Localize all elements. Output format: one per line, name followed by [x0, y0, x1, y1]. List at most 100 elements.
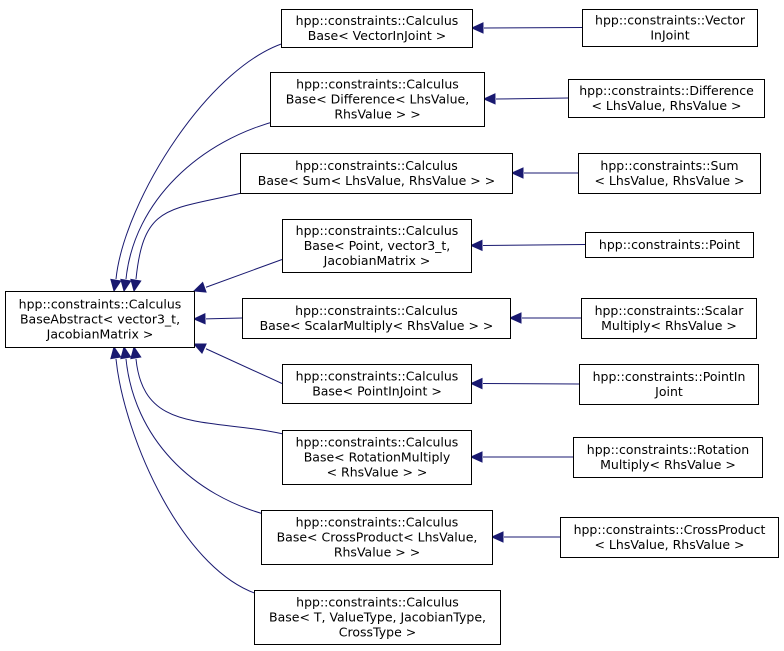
arrowhead-cb-sum-to-root: [130, 278, 142, 293]
node-cb-crossproduct-label-line: RhsValue > >: [334, 545, 420, 560]
node-cb-pointinjoint-label-line: hpp::constraints::Calculus: [296, 369, 459, 384]
node-crossproduct-label-line: < LhsValue, RhsValue >: [594, 537, 744, 552]
node-scalarmultiply-label-line: Multiply< RhsValue >: [601, 318, 737, 333]
edge-cb-scalarmultiply-to-root: [205, 317, 243, 320]
arrowhead-scalarmultiply-to-cb-scalarmultiply: [508, 312, 522, 324]
node-rotationmultiply-box: [573, 437, 763, 478]
node-cb-point-label-line: JacobianMatrix >: [323, 253, 431, 268]
node-vectorinjoint-label-line: hpp::constraints::Vector: [595, 13, 746, 28]
edge-difference-to-cb-difference: [495, 97, 569, 100]
node-sum-label-line: < LhsValue, RhsValue >: [594, 173, 744, 188]
node-crossproduct[interactable]: hpp::constraints::CrossProduct< LhsValue…: [560, 517, 779, 558]
node-difference-box: [568, 79, 765, 118]
node-vectorinjoint-box: [582, 9, 758, 47]
node-root-label-line: BaseAbstract< vector3_t,: [20, 312, 180, 327]
node-cb-difference-label-line: Base< Difference< LhsValue,: [286, 92, 469, 107]
node-cb-vectorinjoint-label-line: hpp::constraints::Calculus: [296, 13, 459, 28]
node-pointinjoint-box: [579, 364, 759, 405]
node-root-label-line: hpp::constraints::Calculus: [19, 297, 182, 312]
node-root[interactable]: hpp::constraints::CalculusBaseAbstract< …: [5, 291, 195, 348]
arrowhead-cb-rotationmultiply-to-root: [130, 345, 142, 360]
node-crossproduct-box: [560, 517, 779, 558]
edge-cb-difference-to-root: [125, 119, 281, 280]
node-cb-vectorinjoint-box: [281, 9, 473, 48]
node-scalarmultiply-box: [581, 298, 757, 339]
arrowhead-rotationmultiply-to-cb-rotationmultiply: [469, 451, 483, 463]
arrowhead-pointinjoint-to-cb-pointinjoint: [469, 377, 483, 390]
node-cb-rotationmultiply-box: [282, 430, 472, 485]
node-point-label-line: hpp::constraints::Point: [599, 237, 740, 252]
node-cb-pointinjoint-box: [282, 364, 472, 404]
node-cb-vectorinjoint-label-line: Base< VectorInJoint >: [308, 28, 446, 43]
node-cb-difference-label-line: RhsValue > >: [334, 107, 420, 122]
arrowhead-difference-to-cb-difference: [482, 93, 496, 105]
arrowhead-point-to-cb-point: [469, 239, 483, 252]
arrowhead-vectorinjoint-to-cb-vectorinjoint: [470, 22, 484, 34]
node-pointinjoint[interactable]: hpp::constraints::PointInJoint: [579, 364, 759, 405]
node-cb-scalarmultiply-label-line: hpp::constraints::Calculus: [295, 303, 458, 318]
node-sum-box: [578, 153, 761, 194]
node-cb-sum-box: [240, 153, 513, 194]
edge-cb-vectorinjoint-to-root: [115, 40, 292, 280]
node-cb-crossproduct-label-line: hpp::constraints::Calculus: [296, 515, 459, 530]
edge-pointinjoint-to-cb-pointinjoint: [482, 383, 580, 385]
node-difference-label-line: hpp::constraints::Difference: [579, 83, 754, 98]
node-cb-difference-label-line: hpp::constraints::Calculus: [296, 77, 459, 92]
node-root-box: [5, 291, 195, 348]
edge-cb-crossproduct-to-root: [125, 358, 272, 517]
node-cb-pointinjoint-label-line: Base< PointInJoint >: [312, 384, 442, 399]
arrowhead-cb-generic-to-root: [110, 345, 122, 360]
node-cb-sum-label-line: Base< Sum< LhsValue, RhsValue > >: [258, 173, 495, 188]
node-cb-scalarmultiply-box: [242, 298, 511, 339]
node-vectorinjoint-label-line: InJoint: [650, 28, 689, 43]
node-sum-label-line: hpp::constraints::Sum: [600, 158, 738, 173]
arrowhead-cb-pointinjoint-to-root: [192, 343, 207, 354]
node-sum[interactable]: hpp::constraints::Sum< LhsValue, RhsValu…: [578, 153, 761, 194]
node-crossproduct-label-line: hpp::constraints::CrossProduct: [574, 522, 766, 537]
node-cb-generic-label-line: hpp::constraints::Calculus: [296, 595, 459, 610]
node-cb-rotationmultiply-label-line: Base< RotationMultiply: [304, 450, 451, 465]
node-cb-generic-label-line: Base< T, ValueType, JacobianType,: [269, 610, 486, 625]
arrowhead-sum-to-cb-sum: [510, 167, 524, 179]
edge-cb-generic-to-root: [115, 358, 265, 597]
node-cb-rotationmultiply-label-line: < RhsValue > >: [327, 465, 428, 480]
edge-vectorinjoint-to-cb-vectorinjoint: [483, 27, 583, 29]
node-rotationmultiply-label-line: hpp::constraints::Rotation: [587, 442, 749, 457]
edge-cb-pointinjoint-to-root: [205, 348, 283, 384]
node-cb-point-label-line: Base< Point, vector3_t,: [304, 238, 451, 253]
node-scalarmultiply-label-line: hpp::constraints::Scalar: [595, 303, 745, 318]
node-point[interactable]: hpp::constraints::Point: [585, 232, 754, 258]
node-cb-generic-box: [254, 590, 501, 645]
arrowhead-cb-difference-to-root: [120, 278, 132, 293]
node-cb-generic-label-line: CrossType >: [339, 625, 416, 640]
node-difference[interactable]: hpp::constraints::Difference< LhsValue, …: [568, 79, 765, 118]
edge-point-to-cb-point: [482, 244, 586, 246]
node-cb-difference-box: [270, 72, 485, 127]
node-cb-point-box: [282, 219, 472, 273]
arrowhead-cb-crossproduct-to-root: [120, 345, 132, 360]
node-pointinjoint-label-line: Joint: [654, 384, 683, 399]
node-cb-point-label-line: hpp::constraints::Calculus: [296, 223, 459, 238]
node-cb-sum-label-line: hpp::constraints::Calculus: [295, 158, 458, 173]
node-vectorinjoint[interactable]: hpp::constraints::VectorInJoint: [582, 9, 758, 47]
node-point-box: [585, 232, 754, 258]
node-scalarmultiply[interactable]: hpp::constraints::ScalarMultiply< RhsVal…: [581, 298, 757, 339]
node-rotationmultiply-label-line: Multiply< RhsValue >: [600, 457, 736, 472]
node-root-label-line: JacobianMatrix >: [46, 327, 154, 342]
edge-cb-rotationmultiply-to-root: [135, 358, 293, 437]
arrowhead-cb-vectorinjoint-to-root: [110, 278, 122, 293]
arrowhead-cb-point-to-root: [192, 281, 207, 293]
node-rotationmultiply[interactable]: hpp::constraints::RotationMultiply< RhsV…: [573, 437, 763, 478]
node-cb-scalarmultiply-label-line: Base< ScalarMultiply< RhsValue > >: [260, 318, 494, 333]
edges-layer: [110, 22, 586, 597]
